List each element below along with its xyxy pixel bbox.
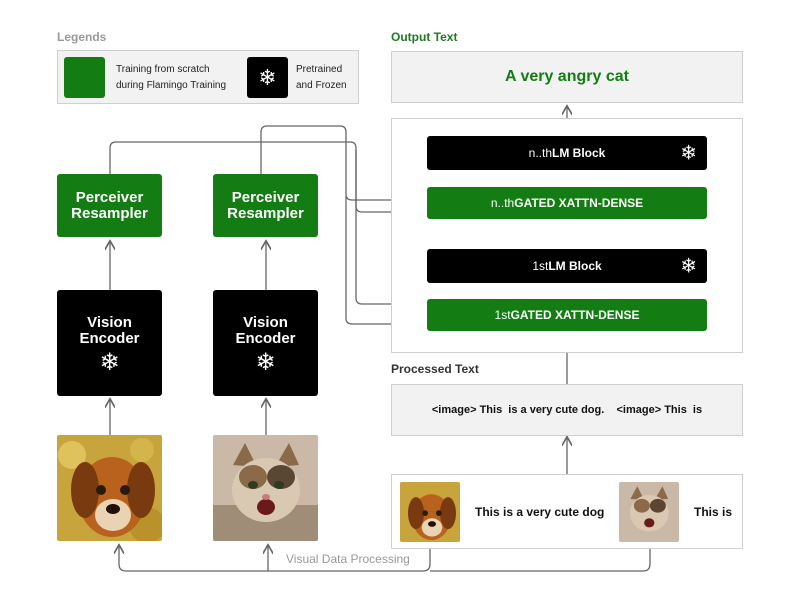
snowflake-icon: ❄ [680, 255, 697, 278]
perceiver-resampler-1: Perceiver Resampler [57, 174, 162, 237]
perceiver-resampler-2: Perceiver Resampler [213, 174, 318, 237]
output-text: A very angry cat [505, 68, 629, 85]
output-title: Output Text [391, 30, 458, 44]
legend-title: Legends [57, 30, 107, 44]
frozen-legend-text: Pretrained and Frozen [296, 64, 347, 91]
dog-photo [57, 435, 162, 541]
processed-title: Processed Text [391, 362, 479, 376]
first-gated-xattn-block: 1st GATED XATTN-DENSE [427, 299, 707, 331]
dog-photo [400, 482, 460, 542]
visual-data-processing-label: Visual Data Processing [282, 552, 414, 566]
legend-panel: Training from scratch during Flamingo Tr… [57, 50, 359, 104]
input-panel: This is a very cute dog This is [391, 474, 743, 549]
first-lm-block: 1st LM Block ❄ [427, 249, 707, 283]
input-text-2: This is [694, 505, 733, 519]
snowflake-icon: ❄ [255, 349, 276, 376]
processed-panel: <image> This is a very cute dog. <image>… [391, 384, 743, 436]
cat-photo [213, 435, 318, 541]
nth-lm-block: n..th LM Block ❄ [427, 136, 707, 170]
output-panel: A very angry cat [391, 51, 743, 103]
snowflake-icon: ❄ [247, 57, 288, 98]
trainable-swatch [64, 57, 105, 98]
cat-photo [619, 482, 679, 542]
processed-text: <image> This is a very cute dog. <image>… [431, 404, 703, 416]
snowflake-icon: ❄ [99, 349, 120, 376]
input-text-1: This is a very cute dog [475, 505, 605, 519]
nth-gated-xattn-block: n..th GATED XATTN-DENSE [427, 187, 707, 219]
vision-encoder-2: Vision Encoder ❄ [213, 290, 318, 396]
snowflake-icon: ❄ [680, 142, 697, 165]
trainable-legend-text: Training from scratch during Flamingo Tr… [116, 64, 227, 91]
vision-encoder-1: Vision Encoder ❄ [57, 290, 162, 396]
